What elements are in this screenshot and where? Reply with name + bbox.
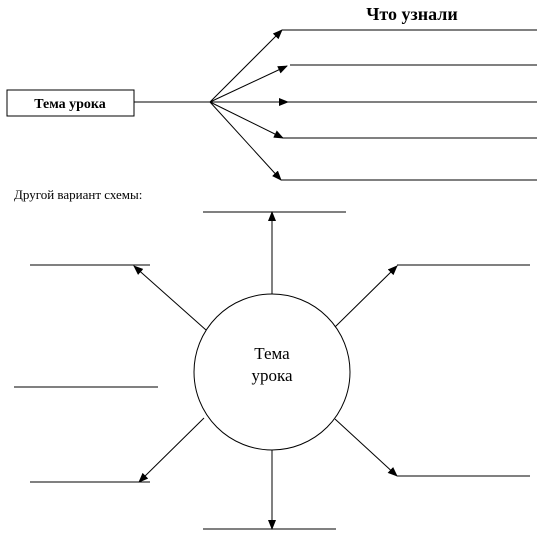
diagram-2: Тема урока [14, 211, 530, 530]
diagram-1: Тема урока Что узнали [6, 4, 537, 181]
learned-heading: Что узнали [366, 4, 458, 24]
fan-arrow-5 [209, 101, 282, 181]
radial-arrow-top-left [133, 265, 207, 331]
fan-arrow-4 [209, 101, 284, 139]
radial-arrow-bottom-left [138, 417, 205, 483]
circle-label-line-1: Тема [254, 344, 290, 363]
circle-label-line-2: урока [251, 366, 293, 385]
fan-arrow-1 [209, 29, 283, 103]
alt-scheme-caption: Другой вариант схемы: [14, 187, 142, 202]
radial-arrow-bottom-right [334, 418, 398, 477]
topic-box-label: Тема урока [34, 97, 106, 112]
fan-arrow-2 [209, 65, 288, 103]
radial-arrow-top-right [334, 265, 398, 328]
topic-box [6, 89, 135, 117]
